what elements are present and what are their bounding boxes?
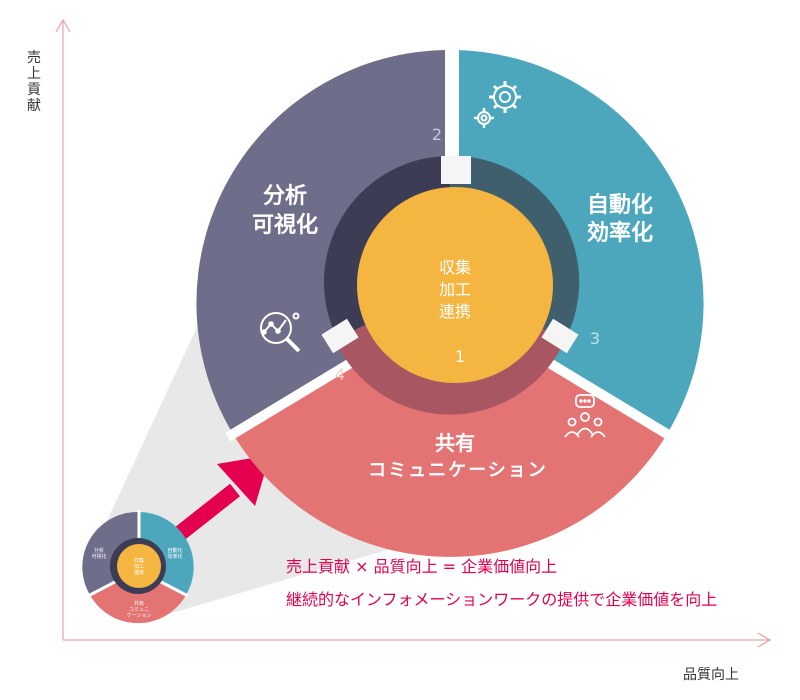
thumb-analysis-1: 分析 [94, 547, 104, 554]
analysis-label-1: 分析 [263, 184, 307, 209]
center-number: 1 [455, 347, 465, 366]
big-diagram: 収集 加工 連携 1 分析 可視化 2 自動化 効率化 3 共有 コミュニケーシ… [196, 45, 704, 557]
ring-notch-right [541, 318, 579, 354]
thumbnail-diagram: 収集 加工 連携 分析 可視化 自動化 効率化 共有 コミュニ ケーション [82, 510, 194, 624]
axes [55, 18, 772, 648]
center-line-1: 収集 [439, 258, 471, 277]
tagline-caption: 継続的なインフォメーションワークの提供で企業価値を向上 [286, 590, 718, 609]
center-line-2: 加工 [439, 280, 471, 299]
x-axis-arrow [757, 632, 772, 648]
x-axis-label: 品質向上 [683, 667, 739, 683]
thumb-center-3: 連携 [134, 569, 144, 576]
thumb-automation-2: 効率化 [167, 553, 182, 560]
communication-number: 4 [335, 365, 345, 384]
thumb-communication-2: コミュニ [129, 607, 149, 613]
segment-communication [233, 303, 667, 557]
communication-label-2: コミュニケーション [368, 460, 548, 481]
thumb-communication-1: 共有 [134, 600, 144, 607]
thumb-center-1: 収集 [134, 557, 144, 564]
analysis-label-2: 可視化 [252, 212, 318, 238]
center-circle [357, 187, 553, 383]
zoom-arrow [173, 455, 270, 542]
automation-label-2: 効率化 [587, 220, 653, 246]
ring-notch-left [321, 318, 359, 354]
gears-icon [474, 81, 521, 128]
y-axis-label: 売上貢献 [27, 50, 41, 114]
ring-notch-top [441, 156, 471, 184]
analytics-magnifier-icon [260, 312, 301, 353]
thumb-communication-3: ケーション [127, 612, 152, 619]
automation-number: 3 [590, 329, 600, 348]
automation-label-1: 自動化 [587, 192, 653, 218]
thumb-center-2: 加工 [134, 563, 144, 570]
formula-caption: 売上貢献 × 品質向上 = 企業価値向上 [286, 557, 558, 576]
thumb-automation-1: 自動化 [167, 547, 182, 554]
people-chat-icon [564, 394, 606, 438]
y-axis-arrow [55, 18, 71, 33]
thumb-analysis-2: 可視化 [91, 553, 106, 560]
center-line-3: 連携 [439, 302, 471, 321]
communication-label-1: 共有 [435, 431, 475, 455]
analysis-number: 2 [432, 125, 442, 144]
